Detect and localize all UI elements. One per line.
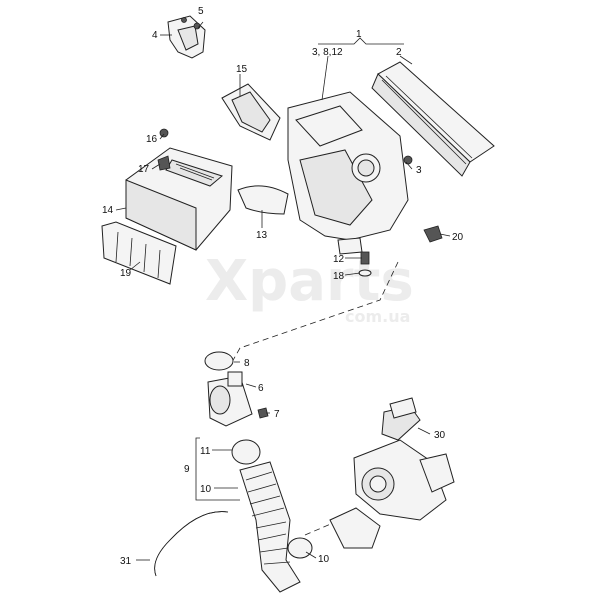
callout-17: 17 xyxy=(138,164,150,175)
callout-4: 4 xyxy=(152,30,158,41)
turbocharger xyxy=(329,397,455,549)
hose-clamp-11 xyxy=(231,439,261,465)
callout-12: 12 xyxy=(333,254,345,265)
screw-7-icon xyxy=(257,407,269,419)
callout-labels: 1 2 3, 8,12 4 5 15 16 17 14 19 13 3 20 1… xyxy=(102,6,464,567)
callout-1: 1 xyxy=(356,29,362,40)
watermark-brand: Xparts xyxy=(205,249,414,314)
clip-17-icon xyxy=(157,155,171,171)
callout-20: 20 xyxy=(452,232,464,243)
callout-9: 9 xyxy=(184,464,190,475)
washer-18-icon xyxy=(358,269,372,277)
callout-13: 13 xyxy=(256,230,268,241)
callout-8: 8 xyxy=(244,358,250,369)
maf-sensor xyxy=(207,371,253,427)
screw-3-icon xyxy=(403,155,413,165)
callout-2: 2 xyxy=(396,47,402,58)
callout-lines xyxy=(115,21,451,561)
callout-5: 5 xyxy=(198,6,204,17)
callout-30: 30 xyxy=(434,430,446,441)
callout-10-upper: 10 xyxy=(200,484,212,495)
hose-clamp-10 xyxy=(287,537,313,559)
callout-10-lower: 10 xyxy=(318,554,330,565)
callout-7: 7 xyxy=(274,409,280,420)
corrugated-intake-hose xyxy=(239,461,301,593)
callout-14: 14 xyxy=(102,205,114,216)
bracket-part xyxy=(167,15,206,59)
callout-3-8-12: 3, 8,12 xyxy=(312,47,343,58)
grommet-12-icon xyxy=(360,251,370,265)
callout-3: 3 xyxy=(416,165,422,176)
air-guide-frame xyxy=(221,83,281,141)
filter-element xyxy=(371,61,495,177)
callout-18: 18 xyxy=(333,271,345,282)
air-filter-housing xyxy=(287,91,409,255)
callout-19: 19 xyxy=(120,268,132,279)
intake-grille xyxy=(101,221,177,285)
o-ring-8 xyxy=(204,351,234,371)
screw-16-icon xyxy=(159,128,169,138)
callout-16: 16 xyxy=(146,134,158,145)
connection-dashline xyxy=(231,261,399,363)
callout-31: 31 xyxy=(120,556,132,567)
callout-11: 11 xyxy=(200,446,211,457)
bolt-20-icon xyxy=(423,225,443,243)
callout-6: 6 xyxy=(258,383,264,394)
watermark-domain: com.ua xyxy=(345,307,410,326)
intake-duct xyxy=(125,147,233,251)
callout-15: 15 xyxy=(236,64,248,75)
intake-hose-small xyxy=(237,185,289,215)
